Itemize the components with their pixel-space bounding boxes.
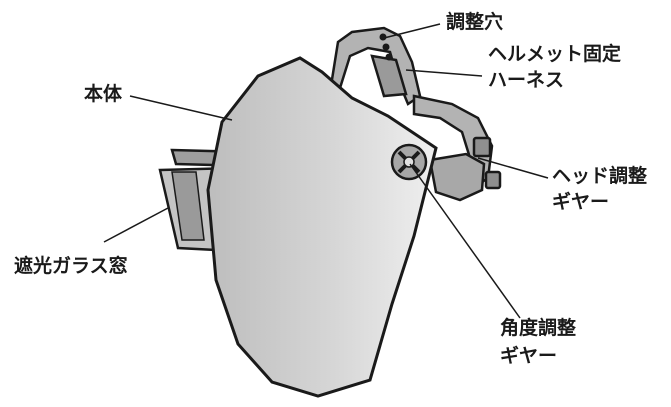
label-harness-line1: ヘルメット固定 bbox=[488, 43, 622, 65]
label-adjust-hole: 調整穴 bbox=[446, 11, 504, 33]
label-angle-gear-line2: ギヤー bbox=[500, 345, 558, 367]
label-harness-line2: ハーネス bbox=[488, 69, 565, 91]
label-head-gear-line2: ギヤー bbox=[552, 191, 610, 213]
helmet-harness bbox=[328, 26, 502, 202]
adjust-holes bbox=[379, 33, 393, 61]
label-angle-gear-line1: 角度調整 bbox=[500, 317, 577, 339]
leader-lines bbox=[103, 23, 549, 319]
label-body: 本体 bbox=[84, 83, 123, 105]
label-head-gear-line1: ヘッド調整 bbox=[552, 165, 648, 187]
mask-body bbox=[206, 56, 438, 398]
angle-adjust-gear bbox=[390, 143, 428, 181]
label-shade-window: 遮光ガラス窓 bbox=[14, 255, 128, 277]
